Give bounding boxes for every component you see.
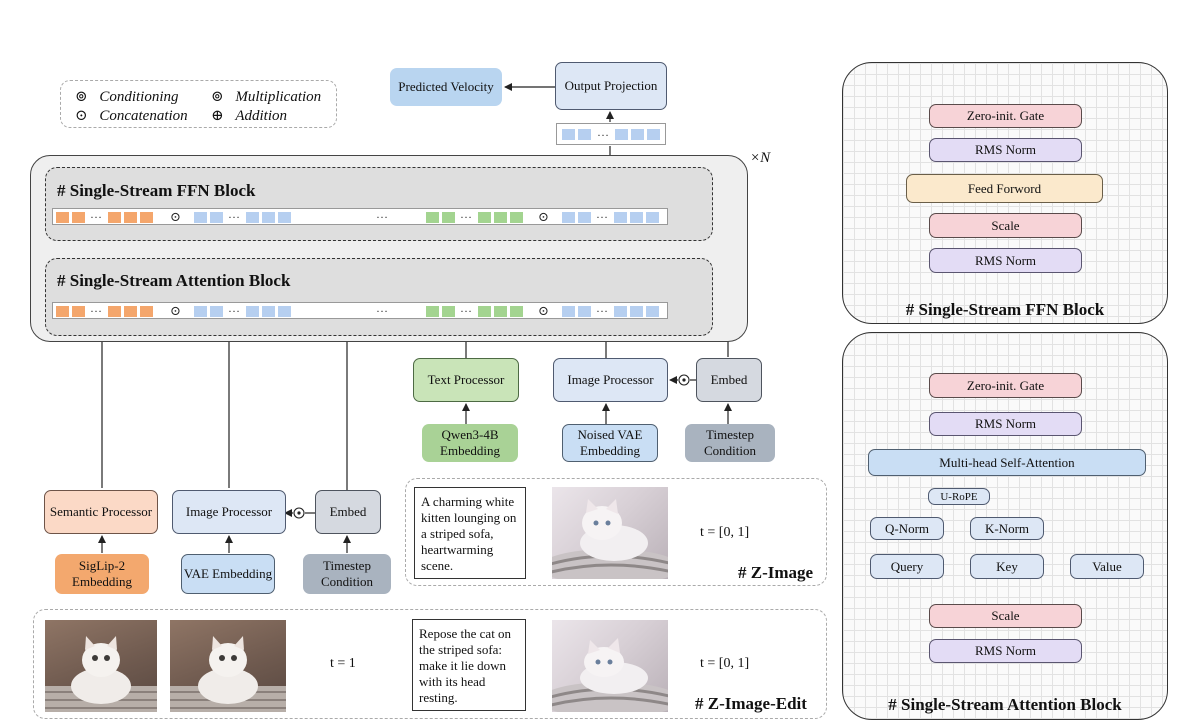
attn-rms-norm-top-box: RMS Norm	[929, 412, 1082, 436]
text-processor-box: Text Processor	[413, 358, 519, 402]
repeat-count-label: ×N	[750, 150, 771, 166]
predicted-velocity-box: Predicted Velocity	[390, 68, 502, 106]
z-image-kitten-photo	[552, 487, 668, 579]
ffn-zero-init-gate-box: Zero-init. Gate	[929, 104, 1082, 128]
edit-input-cat-photo	[45, 620, 157, 712]
z-image-caption: A charming white kitten lounging on a st…	[414, 487, 526, 579]
attention-panel-title: # Single-Stream Attention Block	[888, 695, 1122, 714]
z-image-title: # Z-Image	[738, 563, 814, 582]
key-box: Key	[970, 554, 1044, 579]
siglip-embedding-box: SigLip-2 Embedding	[55, 554, 149, 594]
legend-label: Concatenation	[99, 108, 188, 124]
image-processor-right-box: Image Processor	[553, 358, 668, 402]
attn-rms-norm-bottom-box: RMS Norm	[929, 639, 1082, 663]
timestep-condition-left-box: Timestep Condition	[303, 554, 391, 594]
edit-reference-cat-photo	[170, 620, 286, 712]
attention-token-sequence: … ⊙ … … … ⊙ …	[52, 301, 668, 319]
value-box: Value	[1070, 554, 1144, 579]
q-norm-box: Q-Norm	[870, 517, 944, 540]
u-rope-box: U-RoPE	[928, 488, 990, 505]
conditioning-symbol: ⊚	[75, 89, 88, 105]
ffn-rms-norm-top-box: RMS Norm	[929, 138, 1082, 162]
attn-zero-init-gate-box: Zero-init. Gate	[929, 373, 1082, 398]
attention-block-title: # Single-Stream Attention Block	[57, 271, 291, 290]
legend-label: Multiplication	[235, 89, 322, 105]
multiplication-symbol: ⊚	[211, 89, 224, 105]
image-processor-left-box: Image Processor	[172, 490, 286, 534]
output-token-row: …	[556, 123, 666, 145]
k-norm-box: K-Norm	[970, 517, 1044, 540]
noised-vae-embedding-box: Noised VAE Embedding	[562, 424, 658, 462]
edit-reference-timestep-label: t = 1	[330, 656, 356, 671]
vae-embedding-box: VAE Embedding	[181, 554, 275, 594]
z-image-edit-section	[33, 609, 827, 719]
legend: ⊚ Conditioning ⊚ Multiplication ⊙ Concat…	[60, 80, 337, 128]
embed-right-box: Embed	[696, 358, 762, 402]
attention-block	[45, 258, 713, 336]
legend-item-multiplication: ⊚ Multiplication	[211, 87, 321, 107]
query-box: Query	[870, 554, 944, 579]
multi-head-self-attention-box: Multi-head Self-Attention	[868, 449, 1146, 476]
concatenation-symbol: ⊙	[75, 108, 88, 124]
z-image-edit-title: # Z-Image-Edit	[695, 694, 807, 713]
legend-label: Addition	[235, 108, 287, 124]
z-image-section	[405, 478, 827, 586]
legend-label: Conditioning	[99, 89, 179, 105]
attn-scale-box: Scale	[929, 604, 1082, 628]
output-projection-box: Output Projection	[555, 62, 667, 110]
timestep-condition-right-box: Timestep Condition	[685, 424, 775, 462]
legend-item-conditioning: ⊚ Conditioning	[75, 87, 179, 107]
z-image-edit-caption: Repose the cat on the striped sofa: make…	[412, 619, 526, 711]
ffn-token-sequence: … ⊙ … … … ⊙ …	[52, 207, 668, 225]
edit-output-kitten-photo	[552, 620, 668, 712]
ffn-panel-title: # Single-Stream FFN Block	[905, 300, 1105, 319]
legend-item-concatenation: ⊙ Concatenation	[75, 106, 188, 126]
z-image-timestep-label: t = [0, 1]	[700, 525, 750, 540]
ffn-block-title: # Single-Stream FFN Block	[57, 181, 256, 200]
addition-symbol: ⊕	[211, 108, 224, 124]
semantic-processor-box: Semantic Processor	[44, 490, 158, 534]
embed-left-box: Embed	[315, 490, 381, 534]
feed-forward-box: Feed Forword	[906, 174, 1103, 203]
qwen-embedding-box: Qwen3-4B Embedding	[422, 424, 518, 462]
ffn-block	[45, 167, 713, 241]
z-image-edit-timestep-label: t = [0, 1]	[700, 656, 750, 671]
ffn-rms-norm-bottom-box: RMS Norm	[929, 248, 1082, 273]
ffn-scale-box: Scale	[929, 213, 1082, 238]
legend-item-addition: ⊕ Addition	[211, 106, 287, 126]
